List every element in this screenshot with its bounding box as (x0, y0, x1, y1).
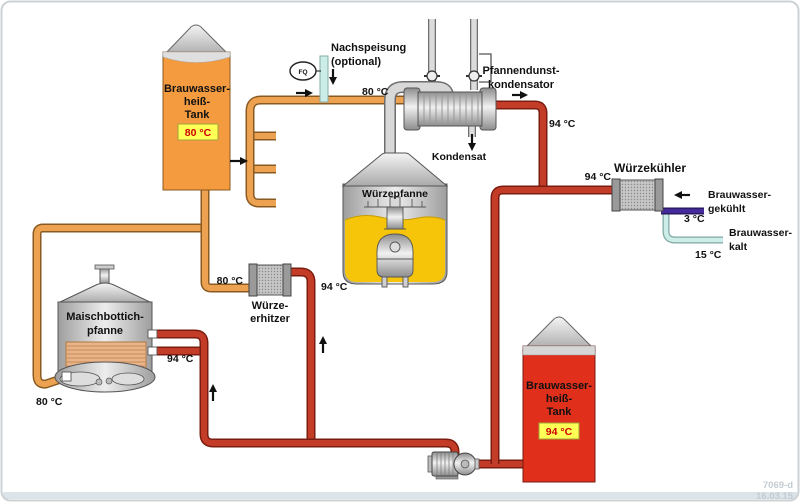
tank94-temp: 94 °C (546, 426, 573, 438)
vapor-valve-icon (426, 70, 438, 82)
kondensator-label-2: kondensator (488, 79, 555, 91)
tank94-label-3: Tank (547, 406, 573, 418)
wuerzeerhitzer: Würze- erhitzer (248, 263, 292, 325)
temp-maisch-in: 94 °C (167, 353, 194, 365)
tank-body (162, 51, 231, 191)
temp-kalt: 15 °C (695, 249, 722, 261)
vapor-valve-icon (468, 70, 480, 82)
bypass-bracket (479, 53, 492, 83)
tank-cone (521, 316, 597, 351)
temp-badge-80 (177, 123, 219, 141)
flow-arrow-erhitzer-riser (319, 336, 327, 353)
maisch-label-1: Maischbottich- (66, 311, 144, 323)
temp-erhitzer-in: 80 °C (217, 275, 244, 287)
flow-arrow-kondensat (468, 134, 476, 151)
gekuehlt-label-2: gekühlt (708, 203, 746, 215)
wuerzepfanne-label: Würzepfanne (362, 188, 428, 200)
nozzle (147, 329, 158, 339)
flow-arrow-tank80-out (230, 157, 248, 165)
footer-strip (3, 492, 797, 499)
tank80-label-3: Tank (185, 109, 211, 121)
tank-body (522, 345, 596, 483)
flow-arrow-kondensator-out (512, 91, 528, 99)
flow-arrow-gekuehlt (674, 191, 690, 199)
hot-water-tank-94: Brauwasser- heiß- Tank 94 °C (521, 316, 597, 483)
gekuehlt-label-1: Brauwasser- (708, 189, 772, 201)
figure-date: 16.03.15 (756, 491, 794, 502)
plate-pack (255, 264, 285, 296)
makeup-water-pipe (319, 55, 329, 103)
tank80-label-2: heiß- (184, 96, 211, 108)
internal-heater (364, 196, 426, 288)
temp-erhitzer-out: 94 °C (321, 281, 348, 293)
kondensator-label-1: Pfannendunst- (483, 65, 560, 77)
nachspeisung: FQ Nachspeisung (optional) (289, 42, 406, 103)
temp-supply: 80 °C (362, 86, 389, 98)
flow-arrow-maisch-riser (209, 384, 217, 401)
kettle-cone (341, 152, 449, 187)
tank94-label-2: heiß- (546, 393, 573, 405)
flow-arrow-nachspeisung (329, 69, 337, 85)
nozzle (147, 346, 158, 356)
nozzle (61, 371, 72, 382)
flow-meter-label: FQ (298, 69, 307, 76)
kalt-label-2: kalt (729, 241, 748, 253)
tank94-label-1: Brauwasser- (526, 380, 592, 392)
erhitzer-label-1: Würze- (252, 300, 289, 312)
kondensat-label: Kondensat (432, 151, 487, 163)
agitator (111, 372, 145, 386)
flow-arrow-supply (296, 89, 313, 97)
nachspeisung-label-2: (optional) (331, 56, 381, 68)
kalt-label-1: Brauwasser- (729, 227, 793, 239)
tank80-label-1: Brauwasser- (164, 83, 230, 95)
maisch-label-2: pfanne (87, 325, 123, 337)
temp-maisch-out: 80 °C (36, 396, 63, 408)
kuehler-label: Würzekühler (614, 161, 686, 175)
mash-tun-cone (57, 282, 153, 304)
wuerzekuehler: Würzekühler (611, 161, 686, 212)
temp-gekuehlt: 3 °C (684, 213, 705, 225)
condenser-shell (417, 91, 483, 127)
nachspeisung-label-1: Nachspeisung (331, 42, 406, 54)
tank80-temp: 80 °C (185, 127, 212, 139)
pump (427, 451, 480, 480)
temp-kondensator-out: 94 °C (549, 118, 576, 130)
plate-pack (618, 179, 658, 211)
temp-kuehler-in: 94 °C (585, 171, 612, 183)
flow-meter-icon (289, 61, 317, 81)
hot-water-tank-80: Brauwasser- heiß- Tank 80 °C (161, 24, 232, 191)
figure-id: 7069-d (763, 480, 793, 491)
wuerzepfanne: Würzepfanne (341, 152, 449, 288)
tank-cone (161, 24, 232, 57)
temp-badge-94 (538, 422, 580, 440)
erhitzer-label-2: erhitzer (250, 313, 290, 325)
pfannendunstkondensator: Pfannendunst- kondensator Kondensat 94 °… (403, 53, 576, 163)
maischbottichpfanne: Maischbottich- pfanne (54, 264, 158, 393)
